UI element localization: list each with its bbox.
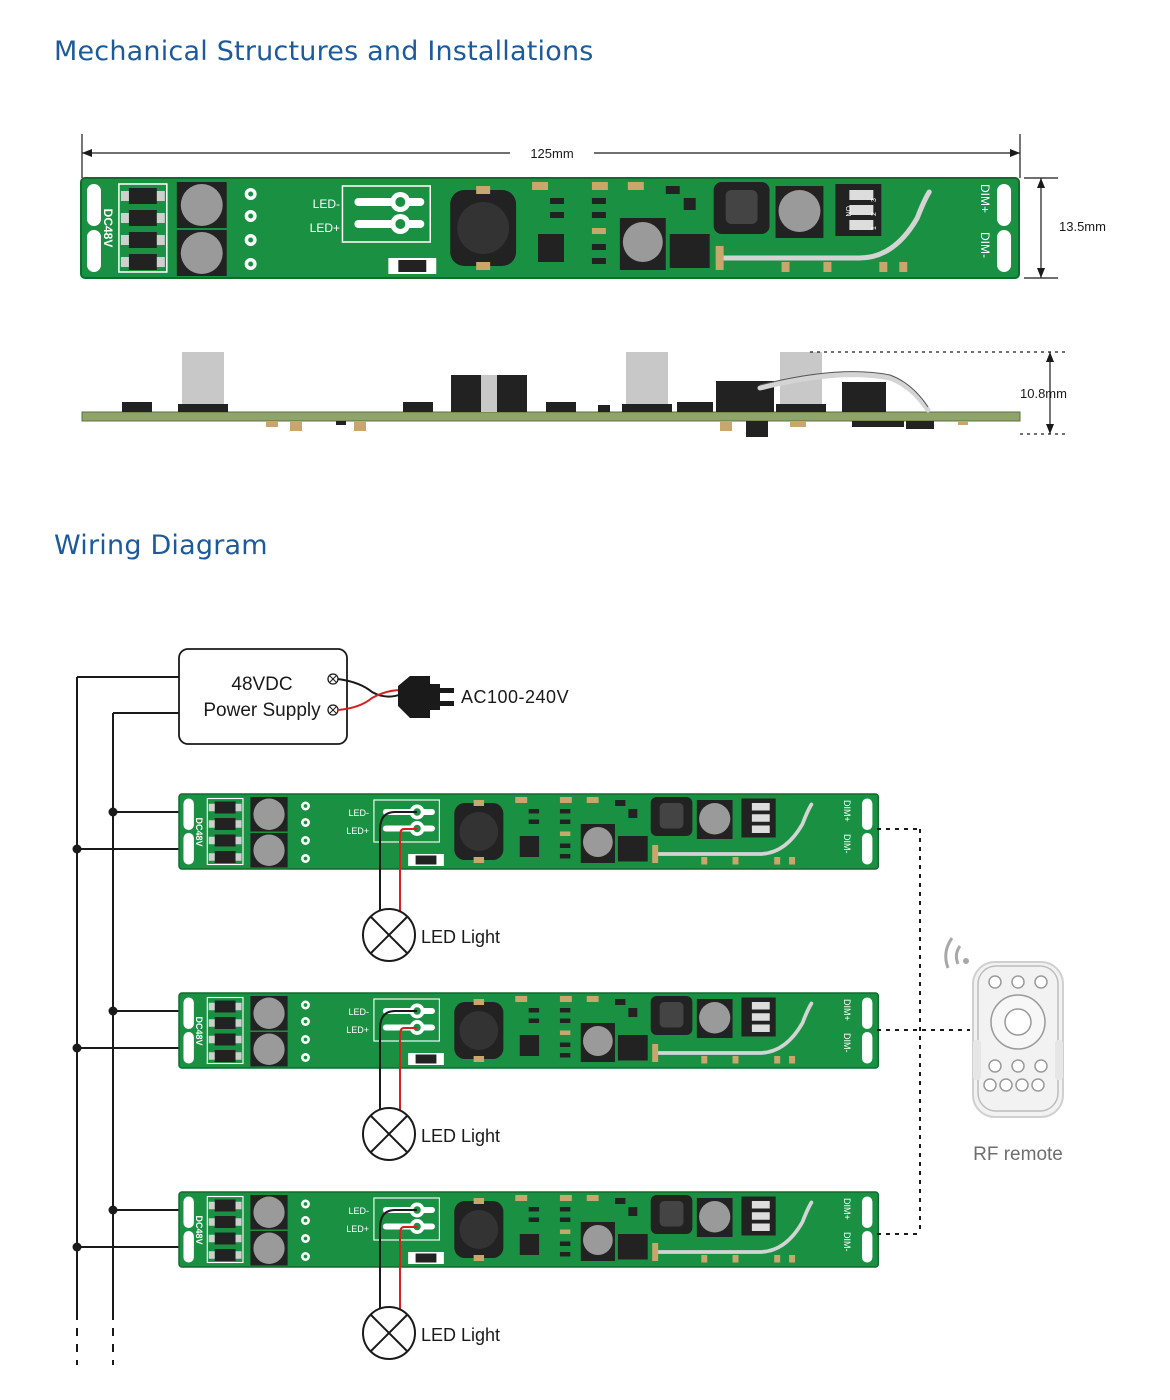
driver-2-dim-minus: DIM- [842,1033,852,1053]
dimension-width: 13.5mm [1024,177,1106,279]
led-lamp-3 [362,1306,416,1360]
led-light-label-2: LED Light [421,1126,500,1146]
driver-board-1 [177,792,881,871]
mains-plug [337,676,454,718]
pcb-top-view [81,178,1019,278]
driver-board-3 [177,1190,881,1269]
led-light-label-3: LED Light [421,1325,500,1345]
dimension-length: 125mm [81,134,1021,178]
power-supply-line1: 48VDC [231,674,292,695]
dc-bus [72,676,186,1365]
dimension-width-label: 13.5mm [1059,219,1106,234]
driver-1-led-minus: LED- [348,808,369,818]
power-supply-line2: Power Supply [203,700,321,721]
dimension-height-label: 10.8mm [1020,386,1067,401]
driver-1-dim-plus: DIM+ [842,800,852,822]
driver-2-dim-plus: DIM+ [842,999,852,1021]
driver-3-input-label: DC48V [194,1215,204,1244]
driver-2-input-label: DC48V [194,1016,204,1045]
rf-remote-label: RF remote [973,1144,1063,1165]
driver-3-dim-minus: DIM- [842,1232,852,1252]
driver-board-2 [177,991,881,1070]
driver-3-led-minus: LED- [348,1206,369,1216]
dimension-length-label: 125mm [530,146,573,161]
dim-signal-links [877,828,970,1235]
wiring-section-title: Wiring Diagram [54,530,268,561]
pcb-side-view [81,352,1021,437]
pcb-dim-minus-label: DIM- [978,232,992,258]
pcb-dim-plus-label: DIM+ [978,184,992,213]
pcb-input-label: DC48V [101,209,115,248]
driver-1-led-plus: LED+ [346,826,369,836]
mechanical-section-title: Mechanical Structures and Installations [54,36,594,67]
dimension-height: 10.8mm [810,351,1068,435]
led-lamp-1 [362,908,416,962]
led-light-label-1: LED Light [421,927,500,947]
dip-1-label: 1 [871,226,878,230]
driver-2-led-minus: LED- [348,1007,369,1017]
mains-label: AC100-240V [461,687,569,707]
dip-3-label: 3 [871,198,878,202]
driver-3-led-plus: LED+ [346,1224,369,1234]
rf-remote [944,937,1064,1118]
dip-2-label: 2 [871,212,878,216]
pcb-led-plus-label: LED+ [310,221,340,235]
led-lamp-2 [362,1107,416,1161]
driver-2-led-plus: LED+ [346,1025,369,1035]
driver-1-dim-minus: DIM- [842,834,852,854]
driver-3-dim-plus: DIM+ [842,1198,852,1220]
power-supply: 48VDC Power Supply [178,648,348,745]
driver-1-input-label: DC48V [194,817,204,846]
led-wiring [379,811,417,1310]
pcb-led-minus-label: LED- [313,197,340,211]
dip-on-label: ON [844,206,851,217]
